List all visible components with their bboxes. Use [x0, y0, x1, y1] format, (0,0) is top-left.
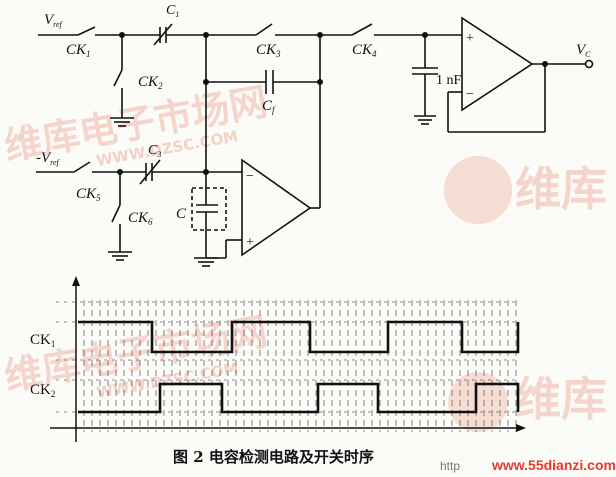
output-terminal: [584, 59, 594, 69]
label-plus: +: [246, 235, 254, 250]
watermark-text: 维库: [515, 162, 607, 216]
label-ck3: CK3: [256, 42, 281, 59]
switch-ck2: [113, 69, 123, 87]
timing-diagram: CK1 CK2: [30, 276, 526, 442]
waveform-ck2: [78, 382, 520, 414]
watermark-logo: [444, 156, 512, 224]
label-vref: Vref: [44, 12, 64, 29]
watermark-text: 维库: [515, 372, 607, 426]
label-minus: −: [246, 169, 254, 184]
switch-ck4: [351, 23, 373, 36]
label-ck1: CK1: [66, 42, 91, 59]
switch-ck5: [73, 161, 91, 173]
label-ck4: CK4: [352, 42, 377, 59]
circuit-diagram: [36, 16, 594, 267]
switch-ck3: [255, 23, 273, 36]
footer-prefix: http: [440, 459, 460, 473]
label-minus: −: [466, 87, 474, 102]
axis-arrow: [72, 276, 80, 286]
label-plus: +: [466, 31, 474, 46]
label-c1: C1: [166, 3, 179, 19]
sensor-capacitor-box: [191, 187, 227, 231]
label-ck5: CK5: [76, 186, 101, 203]
integrator-op-amp: [241, 158, 312, 257]
watermark-layer: 维库电子市场网 WWW.DZSC.COM 维库电子市场网 WWW.DZSC.CO…: [1, 79, 607, 432]
label-c3: C3: [148, 143, 161, 159]
buffer-op-amp: [461, 16, 534, 112]
label-1nf: 1 nF: [436, 73, 462, 88]
label-c: C: [176, 206, 187, 222]
capacitor-c3-arrow: [139, 159, 161, 185]
label-vc: VC: [576, 42, 591, 59]
axis-arrow: [516, 424, 526, 432]
waveform-ck1: [78, 320, 520, 354]
label-ck6: CK6: [128, 210, 153, 227]
label-cf: Cf: [262, 98, 276, 115]
switch-ck1: [77, 26, 96, 36]
switch-ck6: [111, 204, 121, 223]
label-timing-ck1: CK1: [30, 332, 55, 349]
capacitor-c1-arrow: [153, 23, 173, 46]
circuit-labels: Vref CK1 CK2 C1 CK3 CK4 Cf 1 nF VC + − -…: [36, 3, 591, 250]
label-ck2: CK2: [138, 74, 163, 91]
label-neg-vref: -Vref: [36, 150, 61, 167]
watermark-logo: [448, 372, 508, 432]
footer-url[interactable]: www.55dianzi.com: [491, 457, 616, 473]
figure-caption: 图 2 电容检测电路及开关时序: [173, 448, 374, 466]
label-timing-ck2: CK2: [30, 382, 55, 399]
